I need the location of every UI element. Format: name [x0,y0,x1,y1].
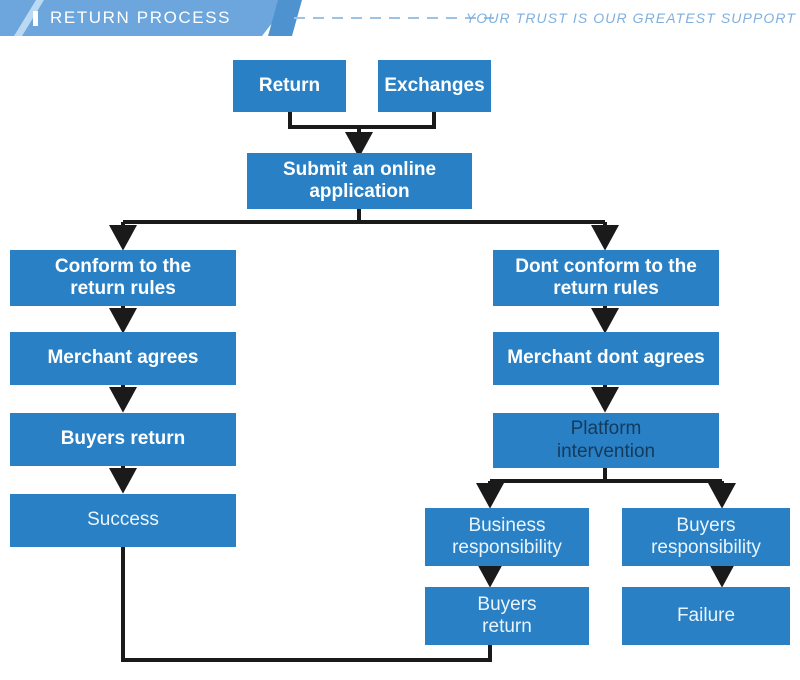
node-merchant-agrees[interactable]: Merchant agrees [10,332,236,385]
header-tagline: YOUR TRUST IS OUR GREATEST SUPPORT [465,10,796,26]
header-dashed-rule [294,17,494,19]
edge-buyers-return-to-success-loop [109,520,492,662]
node-merchant-dont-agrees[interactable]: Merchant dont agrees [493,332,719,385]
node-failure[interactable]: Failure [622,587,790,645]
node-business-responsibility[interactable]: Business responsibility [425,508,589,566]
node-buyers-return-left[interactable]: Buyers return [10,413,236,466]
edge-exchanges-to-submit [359,112,436,129]
node-dont-conform-to-return-rules[interactable]: Dont conform to the return rules [493,250,719,306]
edge-submit-split-left [123,209,361,224]
return-process-flowchart: Return Exchanges Submit an online applic… [0,36,800,680]
node-exchanges[interactable]: Exchanges [378,60,491,112]
header-bullet-marker-icon [33,11,38,26]
header-bar: RETURN PROCESS YOUR TRUST IS OUR GREATES… [0,0,800,36]
node-buyers-return-right[interactable]: Buyers return [425,587,589,645]
node-conform-to-return-rules[interactable]: Conform to the return rules [10,250,236,306]
header-banner-shape [0,0,290,36]
node-buyers-responsibility[interactable]: Buyers responsibility [622,508,790,566]
node-platform-intervention[interactable]: Platform intervention [493,413,719,468]
page-title: RETURN PROCESS [50,8,232,27]
node-success[interactable]: Success [10,494,236,547]
node-return[interactable]: Return [233,60,346,112]
connector-layer [109,112,736,662]
edge-return-to-submit [288,112,359,129]
edge-platform-split-left [490,468,607,483]
node-submit-application[interactable]: Submit an online application [247,153,472,209]
